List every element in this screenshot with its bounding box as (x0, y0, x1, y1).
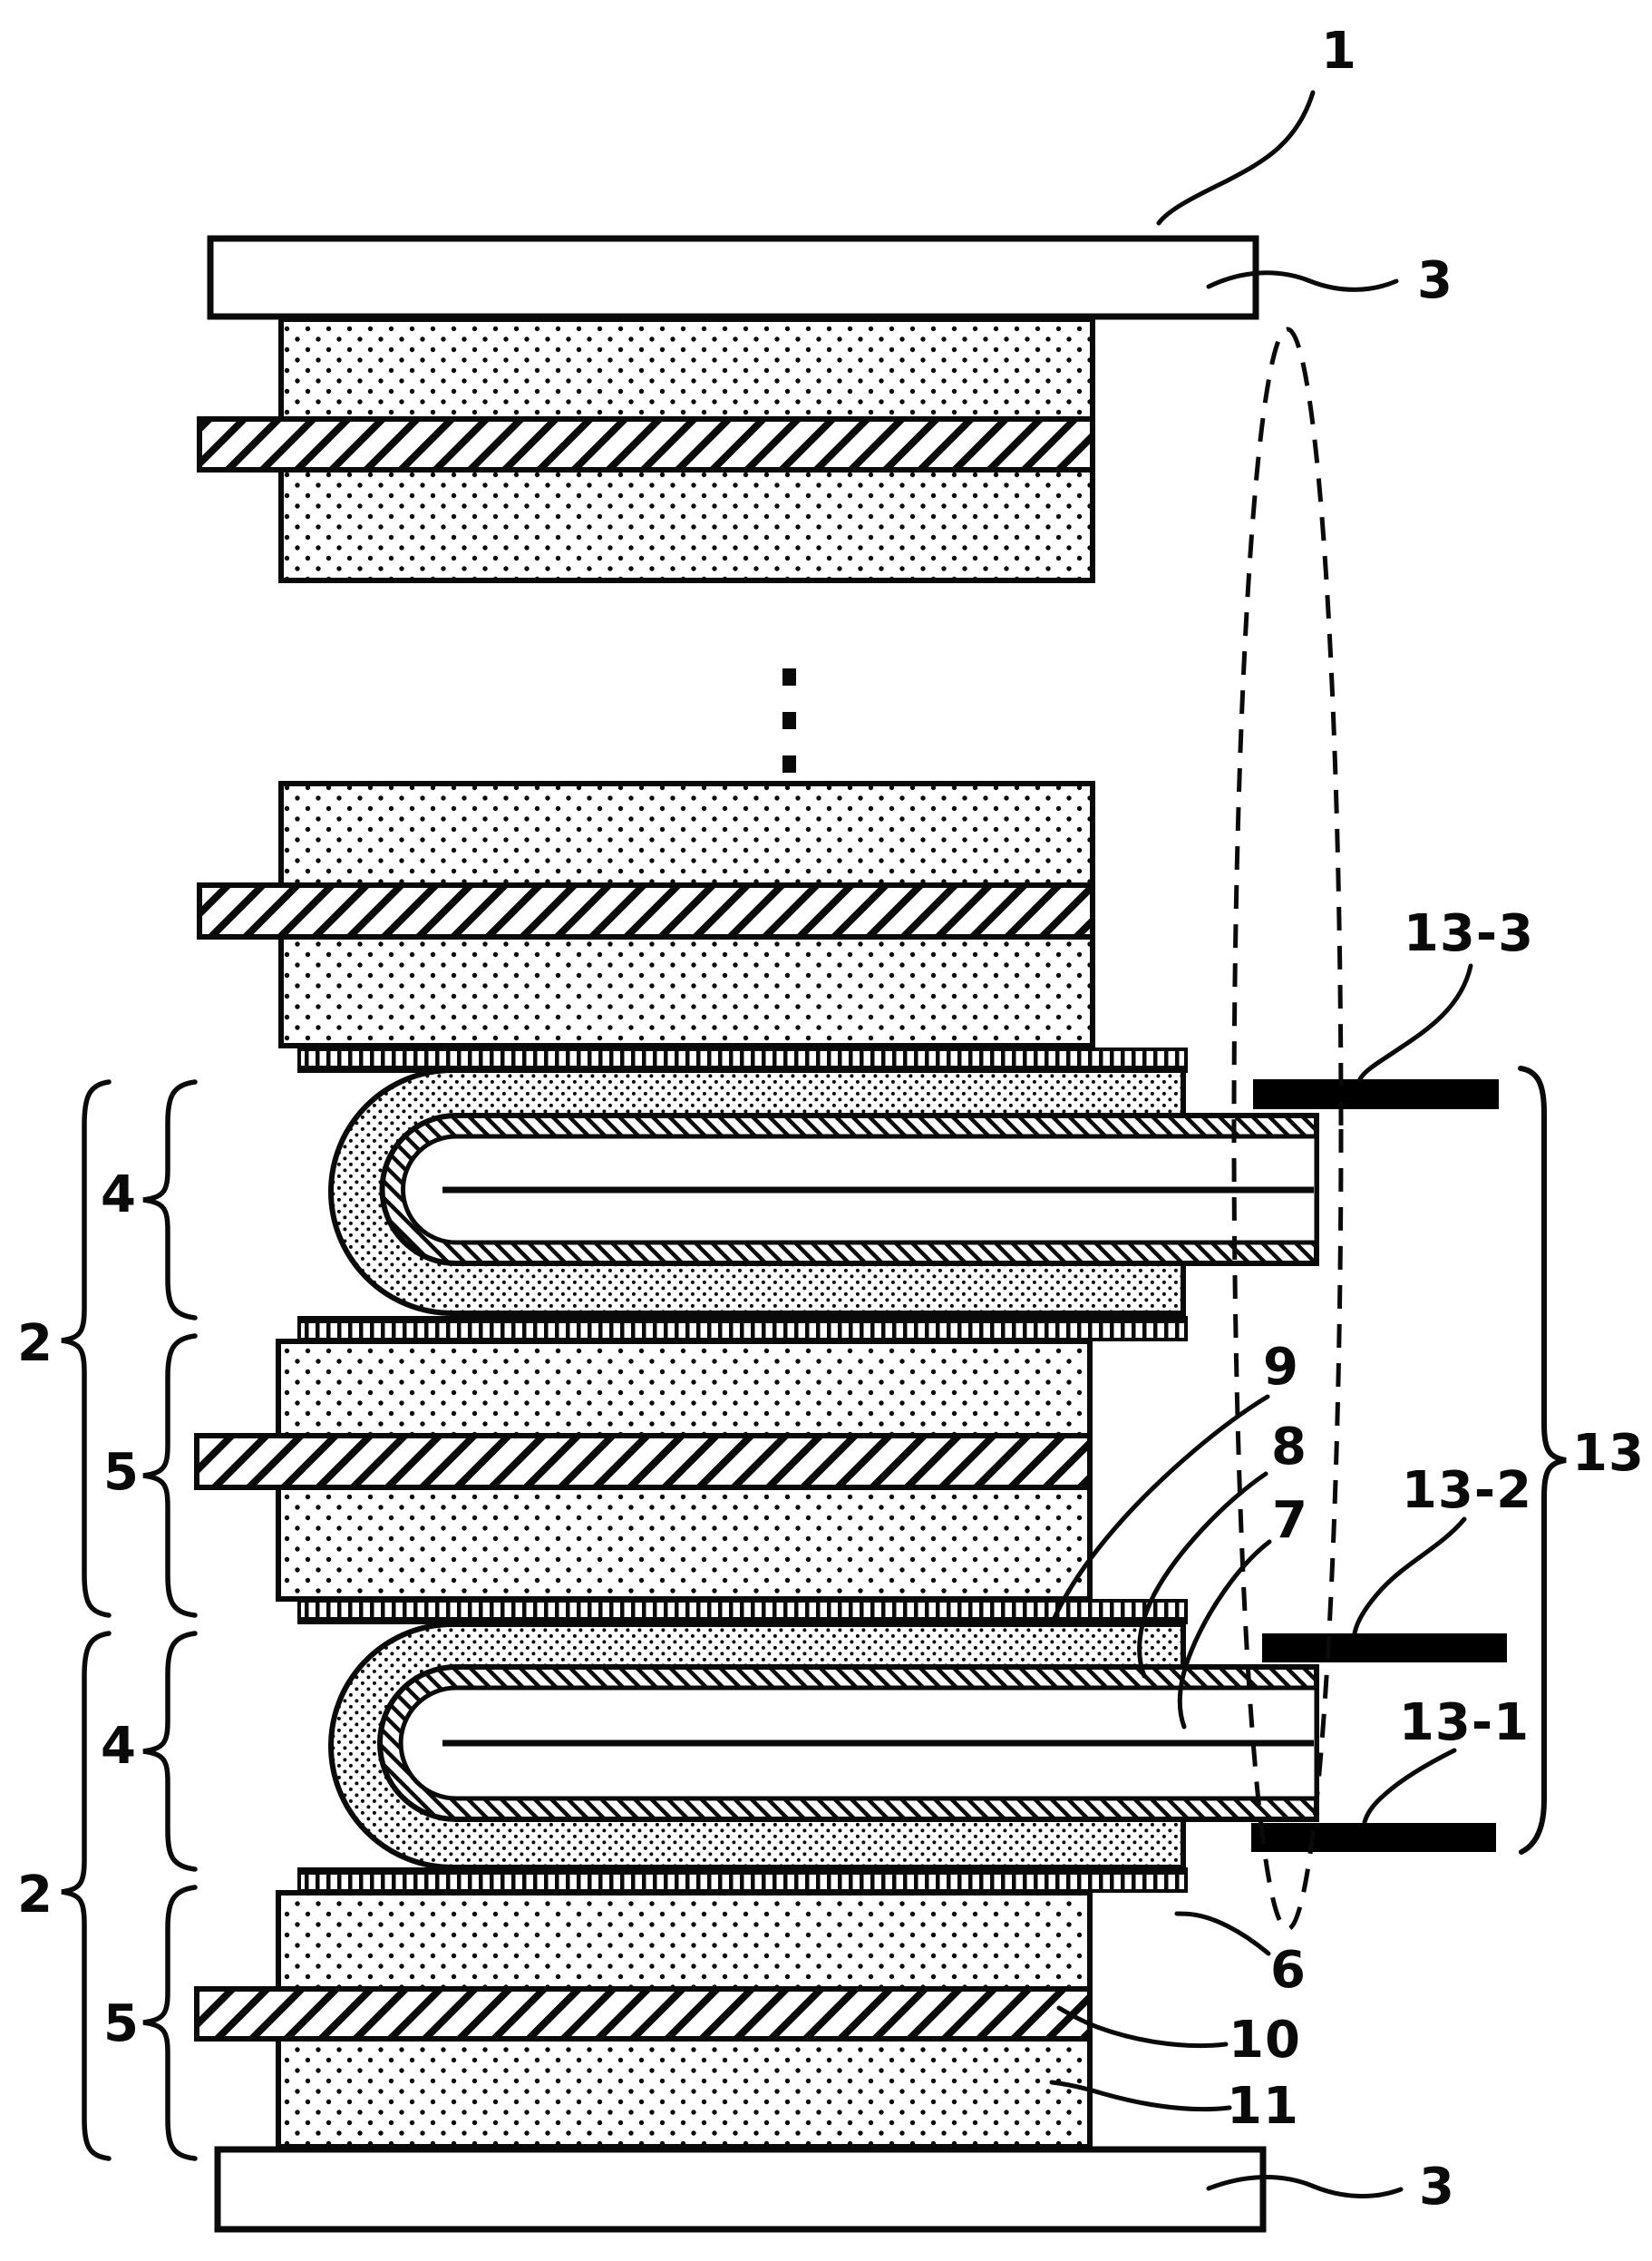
bracket-13 (1518, 1066, 1567, 1855)
seal-comb-3 (297, 1599, 1188, 1624)
ref-label-4-lower: 4 (101, 1717, 137, 1776)
leader-10 (1056, 2005, 1229, 2049)
clamp-plate-top (207, 235, 1259, 320)
stack-ellipsis-dots (782, 668, 796, 773)
clamp-plate-bottom (214, 2146, 1267, 2233)
leader-6 (1174, 1911, 1271, 1956)
leader-1 (1156, 90, 1316, 226)
collector-tab-2 (197, 882, 1095, 940)
terminal-bar-13-2 (1262, 1633, 1507, 1662)
ref-label-3-bottom: 3 (1419, 2158, 1455, 2217)
brace-5-lower (142, 1885, 198, 2161)
leader-8 (1137, 1471, 1268, 1679)
seal-comb-4 (297, 1867, 1188, 1893)
ref-label-5-upper: 5 (103, 1443, 140, 1502)
collector-tab-1 (197, 416, 1095, 473)
ref-label-1: 1 (1321, 22, 1357, 81)
brace-4-lower (142, 1631, 198, 1872)
tube-unit-2 (328, 1622, 1319, 1870)
ref-label-4-upper: 4 (101, 1165, 137, 1224)
collector-tab-4 (194, 1986, 1093, 2042)
ref-label-8: 8 (1271, 1418, 1307, 1476)
ref-label-6: 6 (1270, 1941, 1307, 2000)
ref-label-2-lower: 2 (17, 1866, 53, 1925)
ref-label-9: 9 (1263, 1338, 1299, 1397)
ref-label-3-top: 3 (1417, 251, 1453, 310)
leader-13-2 (1352, 1516, 1467, 1636)
leader-3-bottom (1206, 2175, 1404, 2198)
collector-tab-3 (194, 1433, 1093, 1490)
ref-label-7: 7 (1272, 1491, 1308, 1550)
ref-label-13: 13 (1572, 1424, 1645, 1483)
ref-label-5-lower: 5 (103, 1994, 140, 2053)
leader-9 (1051, 1394, 1270, 1623)
brace-2-upper (61, 1079, 112, 1618)
ref-label-13-2: 13-2 (1401, 1461, 1533, 1520)
highlight-ellipse (1231, 326, 1344, 1932)
ref-label-11: 11 (1227, 2077, 1299, 2136)
tube-unit-1 (328, 1067, 1319, 1316)
leader-13-3 (1357, 963, 1473, 1082)
ref-label-2-upper: 2 (17, 1314, 53, 1373)
terminal-bar-13-3 (1253, 1079, 1499, 1109)
brace-4-upper (142, 1079, 198, 1321)
terminal-bar-13-1 (1251, 1823, 1496, 1852)
leader-13-1 (1362, 1748, 1457, 1825)
ref-label-10: 10 (1229, 2011, 1301, 2070)
brace-2-lower (61, 1631, 112, 2161)
seal-comb-2 (297, 1316, 1188, 1341)
brace-5-upper (142, 1333, 198, 1618)
leader-11 (1049, 2080, 1232, 2112)
ref-label-13-1: 13-1 (1398, 1693, 1531, 1752)
ref-label-13-3: 13-3 (1403, 904, 1535, 963)
leader-3-top (1206, 270, 1399, 292)
